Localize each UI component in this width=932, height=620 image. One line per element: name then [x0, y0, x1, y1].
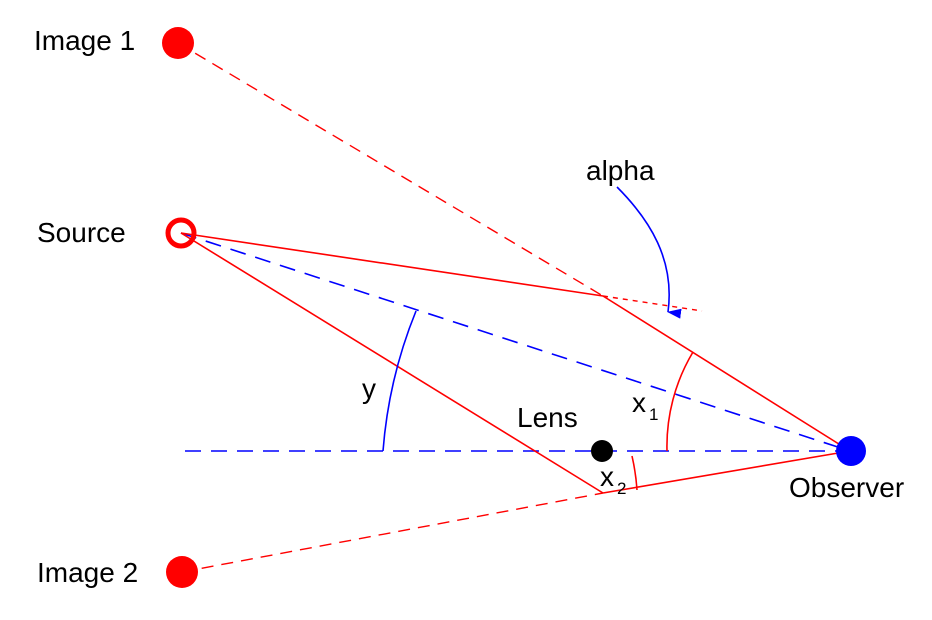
lens-label: Lens: [517, 402, 578, 433]
image1-point: [162, 27, 194, 59]
image2-label: Image 2: [37, 557, 138, 588]
upper-ray-source: [180, 232, 604, 297]
image2-point: [166, 556, 198, 588]
source-observer-line: [180, 232, 851, 452]
alpha-label: alpha: [586, 155, 655, 186]
observer-label: Observer: [789, 472, 904, 503]
image2-projection: [181, 492, 604, 573]
lens-point: [591, 440, 613, 462]
source-point: [165, 217, 197, 249]
upper-ray-extension: [602, 295, 703, 312]
alpha-arrow: [616, 186, 682, 319]
upper-ray-observer: [602, 295, 851, 452]
lower-ray-observer: [602, 450, 851, 494]
y-label: y: [362, 373, 376, 404]
x1-angle-arc: [666, 351, 694, 452]
lower-ray-source: [180, 232, 604, 494]
image1-projection: [177, 42, 604, 297]
observer-point: [836, 436, 866, 466]
image1-label: Image 1: [34, 25, 135, 56]
source-label: Source: [37, 217, 126, 248]
x2-angle-arc: [631, 455, 638, 491]
y-angle-arc: [382, 310, 417, 452]
